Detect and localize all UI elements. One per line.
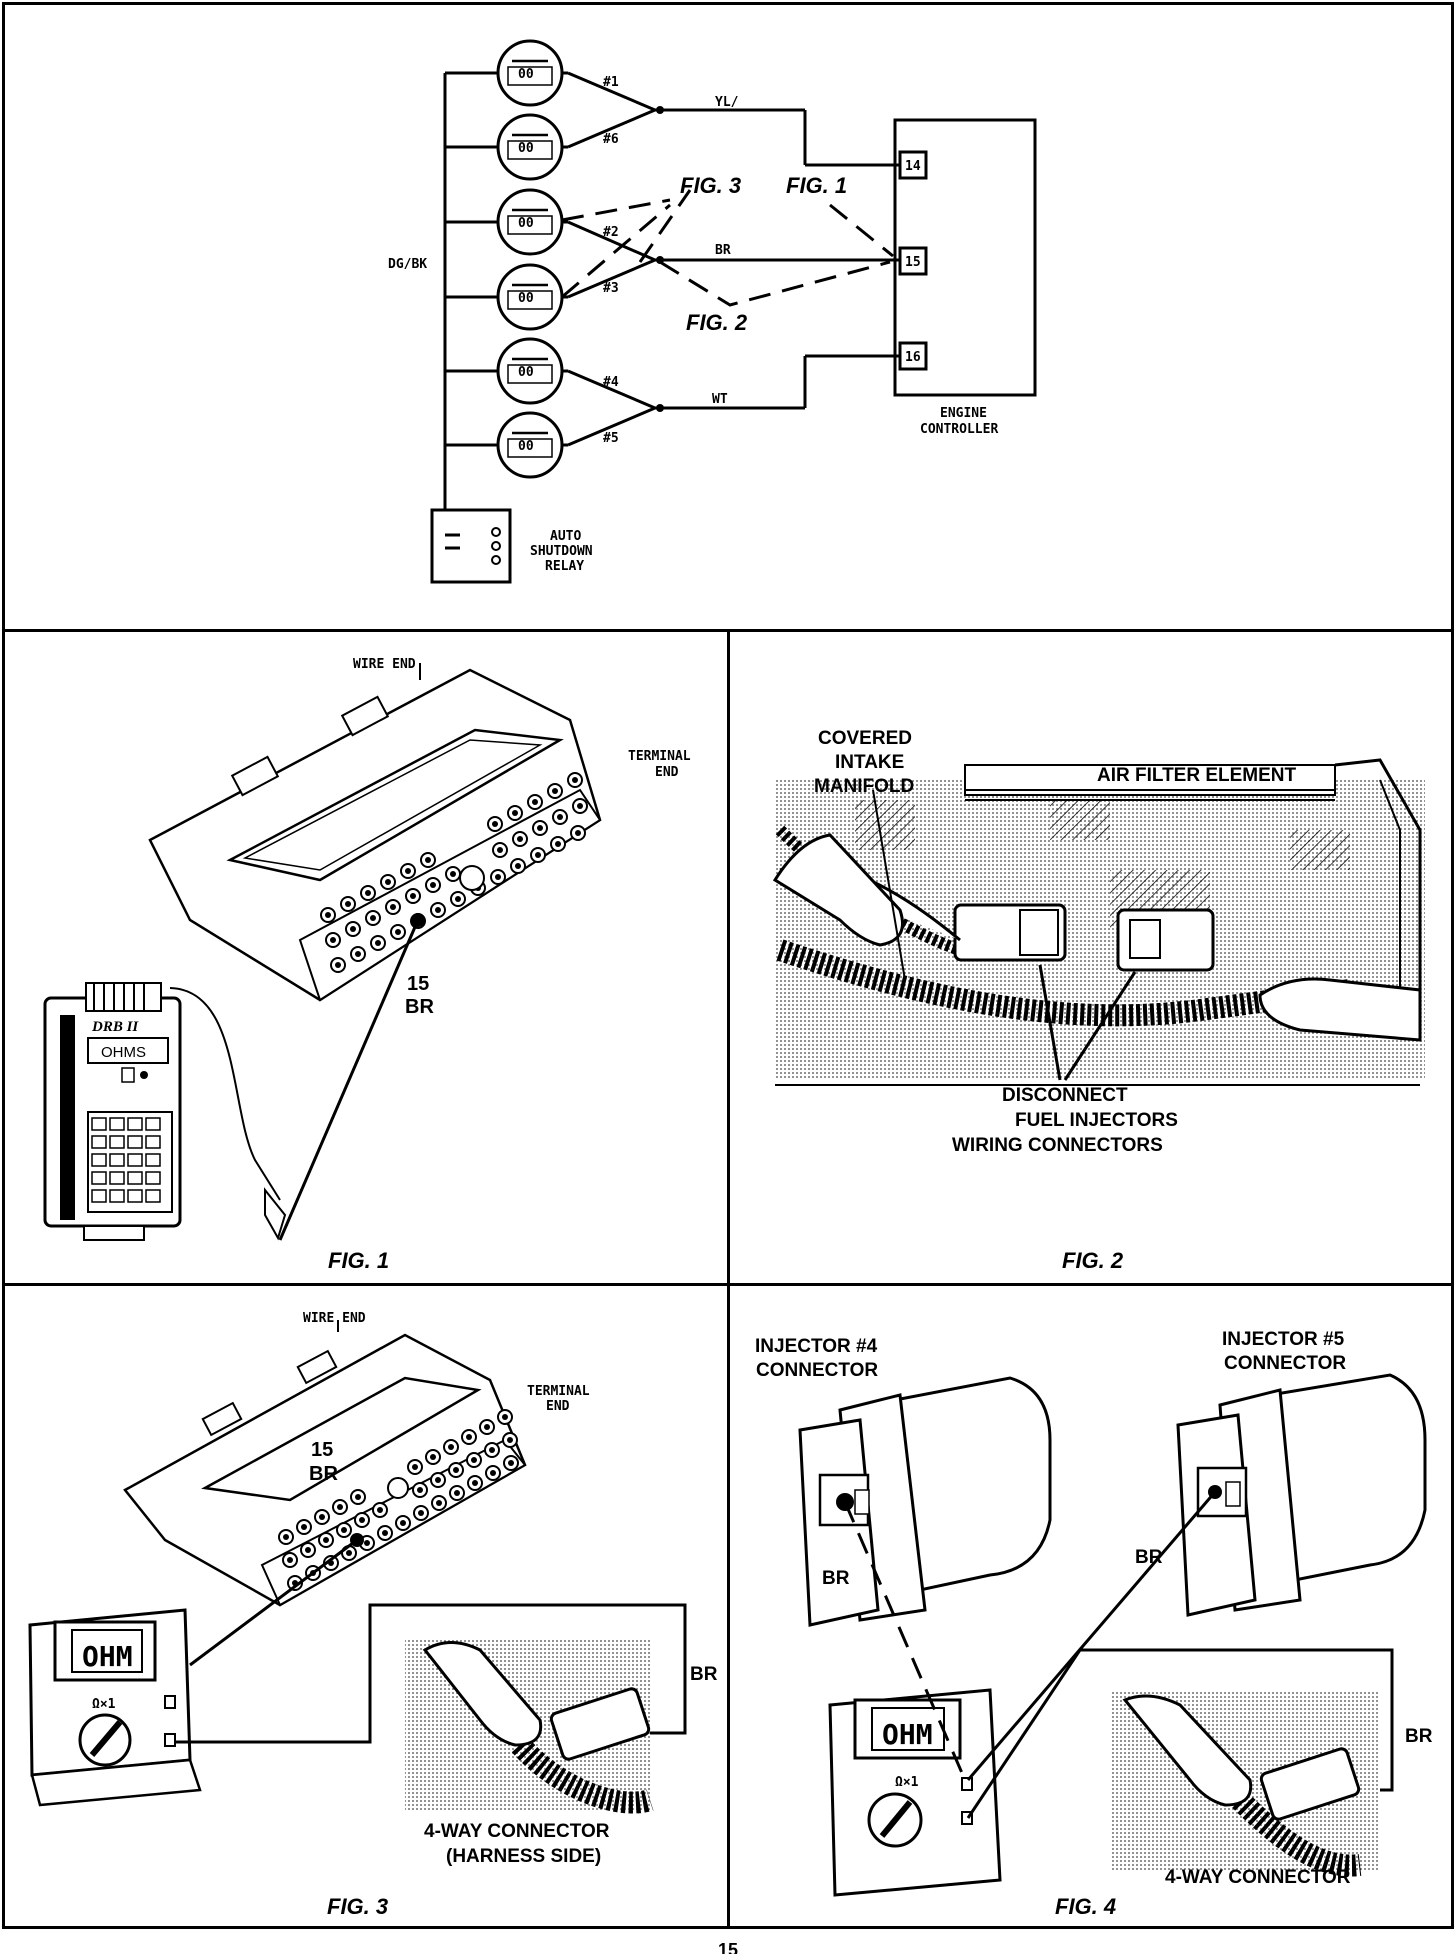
relay-label-3: RELAY <box>545 559 584 574</box>
fig1-pin-number: 15 <box>407 973 429 995</box>
fig3-wire-color: BR <box>309 1463 338 1485</box>
fig3-connector-1: 4-WAY CONNECTOR <box>424 1821 610 1842</box>
fig3-meter-range: Ω×1 <box>92 1697 116 1712</box>
injector-face: 00 <box>518 67 534 82</box>
callout-fig2: FIG. 2 <box>686 310 748 335</box>
fig1-diagram: WIRE END TERMINAL END 15 BR <box>43 657 691 1273</box>
four-way-connector-icon <box>1259 1747 1361 1821</box>
fig4-connector: 4-WAY CONNECTOR <box>1165 1867 1351 1888</box>
tester-brand: DRB II <box>91 1019 139 1035</box>
fig4-meter-range: Ω×1 <box>895 1775 919 1790</box>
wire-label-4: #4 <box>603 375 619 390</box>
fig4-br-left: BR <box>822 1568 850 1589</box>
engine-controller-box <box>893 118 1037 397</box>
wire-label-3: #3 <box>603 281 619 296</box>
wire-color-yl: YL/ <box>715 95 739 110</box>
four-way-connector-icon <box>549 1687 651 1761</box>
inj4-label-2: CONNECTOR <box>756 1360 878 1381</box>
fig2-disconnect-3: WIRING CONNECTORS <box>952 1135 1163 1156</box>
fig3-connector-2: (HARNESS SIDE) <box>446 1846 601 1867</box>
pin-14: 14 <box>905 159 921 174</box>
fig3-diagram: WIRE END TERMINAL END 15 BR OHM Ω×1 BR 4… <box>28 1311 718 1919</box>
fig2-disconnect-1: DISCONNECT <box>1002 1085 1128 1106</box>
hand-icon <box>422 1641 543 1747</box>
pin-16: 16 <box>905 350 921 365</box>
drb-tester-icon <box>43 982 182 1241</box>
fig2-manifold-2: INTAKE <box>835 752 904 773</box>
fig1-caption: FIG. 1 <box>328 1248 389 1273</box>
injector-face: 00 <box>518 439 534 454</box>
relay-label-2: SHUTDOWN <box>530 544 593 559</box>
injector-face: 00 <box>518 141 534 156</box>
callout-fig1: FIG. 1 <box>786 173 847 198</box>
page-number: 15 <box>718 1940 738 1954</box>
fig3-wire-right: BR <box>690 1664 718 1685</box>
fig2-manifold-3: MANIFOLD <box>814 776 914 797</box>
fig4-diagram: INJECTOR #4 CONNECTOR BR INJECTOR #5 CON… <box>755 1329 1433 1919</box>
fig1-terminal-end-2: END <box>655 765 679 780</box>
tester-display: OHMS <box>101 1044 146 1061</box>
fig3-pin-number: 15 <box>311 1439 333 1461</box>
auto-shutdown-relay-icon <box>430 508 512 584</box>
fig1-wire-color: BR <box>405 996 434 1018</box>
injector-group: 00 00 00 00 00 00 <box>445 39 570 479</box>
fig3-terminal-end-2: END <box>546 1399 570 1414</box>
injector4-connector-icon <box>798 1376 1052 1627</box>
fig1-wire-end: WIRE END <box>353 657 416 672</box>
injector-face: 00 <box>518 291 534 306</box>
injector5-connector-icon <box>1176 1373 1427 1617</box>
wire-label-6: #6 <box>603 132 619 147</box>
inj5-label-1: INJECTOR #5 <box>1222 1329 1345 1350</box>
wire-color-dgbk: DG/BK <box>388 257 427 272</box>
fig4-panel <box>727 1283 1454 1929</box>
fig4-br-right: BR <box>1405 1726 1433 1747</box>
controller-connector-icon <box>148 668 602 1002</box>
fig4-meter-display: OHM <box>882 1718 933 1751</box>
inj4-label-1: INJECTOR #4 <box>755 1336 878 1357</box>
hand-icon <box>1258 977 1422 1042</box>
hand-icon <box>1122 1694 1253 1807</box>
pin-15: 15 <box>905 255 921 270</box>
ohmmeter-icon <box>28 1608 202 1807</box>
wire-label-2: #2 <box>603 225 619 240</box>
fig3-caption: FIG. 3 <box>327 1894 388 1919</box>
callout-fig3: FIG. 3 <box>680 173 741 198</box>
controller-label-2: CONTROLLER <box>920 422 998 437</box>
fig2-air-filter: AIR FILTER ELEMENT <box>1097 765 1297 786</box>
fig1-terminal-end-1: TERMINAL <box>628 749 691 764</box>
fig2-diagram: COVERED INTAKE MANIFOLD AIR FILTER ELEME… <box>772 728 1425 1273</box>
inj5-label-2: CONNECTOR <box>1224 1353 1346 1374</box>
injector-face: 00 <box>518 216 534 231</box>
relay-label-1: AUTO <box>550 529 581 544</box>
injector-connector-icon <box>953 903 1215 972</box>
fig2-caption: FIG. 2 <box>1062 1248 1124 1273</box>
injector-face: 00 <box>518 365 534 380</box>
wire-color-wt: WT <box>712 392 728 407</box>
fig3-terminal-end-1: TERMINAL <box>527 1384 590 1399</box>
fig3-wire-end: WIRE END <box>303 1311 366 1326</box>
hand-icon <box>772 833 904 947</box>
fig2-disconnect-2: FUEL INJECTORS <box>1015 1110 1178 1131</box>
fig3-meter-display: OHM <box>82 1640 133 1673</box>
controller-label-1: ENGINE <box>940 406 987 421</box>
wiring-schematic: 00 00 00 00 00 00 #1 #6 #2 #3 #4 #5 YL/ … <box>388 39 1037 584</box>
fig2-manifold-1: COVERED <box>818 728 912 749</box>
fig4-caption: FIG. 4 <box>1055 1894 1116 1919</box>
wire-label-5: #5 <box>603 431 619 446</box>
wire-label-1: #1 <box>603 75 619 90</box>
wire-color-br: BR <box>715 243 731 258</box>
